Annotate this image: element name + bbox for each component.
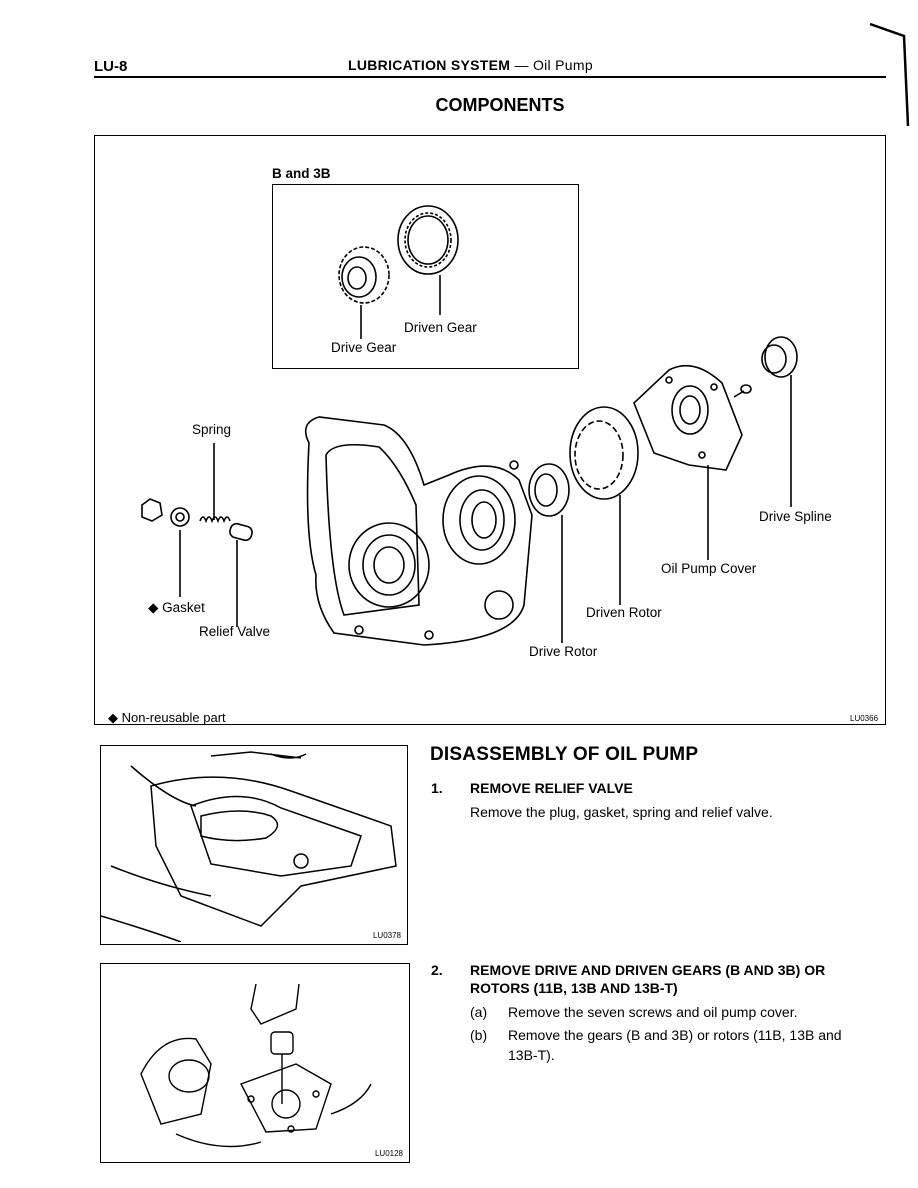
relief-valve-removal-figure: LU0378: [100, 745, 408, 945]
step-2-title-line2: ROTORS (11B, 13B AND 13B-T): [470, 980, 678, 996]
label-drive-spline: Drive Spline: [759, 509, 832, 524]
gear-removal-drawing: [140, 983, 372, 1148]
label-relief-valve: Relief Valve: [199, 624, 271, 639]
step-2-title-line1: REMOVE DRIVE AND DRIVEN GEARS (B AND 3B)…: [470, 962, 826, 978]
step-2b-mark: (b): [470, 1027, 488, 1043]
header-rule: [94, 76, 886, 78]
inset-title: B and 3B: [272, 166, 331, 181]
step-2a-text: Remove the seven screws and oil pump cov…: [508, 1004, 798, 1020]
drive-rotor-drawing: [528, 463, 570, 643]
figure-code-2: LU0128: [374, 1149, 403, 1158]
label-drive-rotor: Drive Rotor: [529, 644, 598, 659]
header-section: LUBRICATION SYSTEM: [348, 57, 511, 73]
oil-pump-cover-drawing: [633, 364, 743, 560]
driven-gear-drawing: [397, 205, 459, 315]
step-2b-text-line1: Remove the gears (B and 3B) or rotors (1…: [508, 1027, 842, 1043]
step-2a-mark: (a): [470, 1004, 488, 1020]
label-gasket-text: Gasket: [162, 600, 205, 615]
legend-text: Non-reusable part: [121, 710, 226, 725]
step-1-title: REMOVE RELIEF VALVE: [470, 780, 633, 796]
page-corner-mark: [869, 22, 910, 127]
drive-spline-drawing: [761, 336, 798, 507]
figure-code-components: LU0366: [850, 714, 879, 723]
label-driven-gear: Driven Gear: [404, 320, 477, 335]
label-drive-gear: Drive Gear: [331, 340, 397, 355]
label-driven-rotor: Driven Rotor: [586, 605, 662, 620]
timing-cover-drawing: [304, 416, 533, 646]
page-header-title: LUBRICATION SYSTEM — Oil Pump: [348, 57, 593, 73]
figure-code-1: LU0378: [372, 931, 401, 940]
step-1-text: Remove the plug, gasket, spring and reli…: [470, 804, 773, 820]
oil-pump-exploded-diagram: [141, 205, 798, 646]
drive-gear-drawing: [338, 246, 390, 339]
label-oil-pump-cover: Oil Pump Cover: [661, 561, 757, 576]
label-gasket: ◆ Gasket: [148, 600, 205, 615]
components-figure: [94, 135, 886, 725]
label-spring: Spring: [192, 422, 232, 437]
step-1-number: 1.: [431, 780, 443, 796]
gear-inset-box: [272, 184, 579, 369]
driven-rotor-drawing: [569, 406, 639, 605]
relief-valve-removal-drawing: [101, 751, 397, 942]
page-number: LU-8: [94, 58, 128, 75]
components-title: COMPONENTS: [435, 95, 565, 115]
step-2-number: 2.: [431, 962, 443, 978]
gear-removal-figure: LU0128: [100, 963, 410, 1163]
header-subsection: — Oil Pump: [514, 57, 593, 73]
screw-drawing: [733, 384, 752, 398]
legend-non-reusable: ◆ Non-reusable part: [108, 710, 226, 725]
disassembly-title: DISASSEMBLY OF OIL PUMP: [430, 744, 699, 765]
step-2b-text-line2: 13B-T).: [508, 1047, 555, 1063]
relief-valve-parts: [141, 443, 253, 627]
